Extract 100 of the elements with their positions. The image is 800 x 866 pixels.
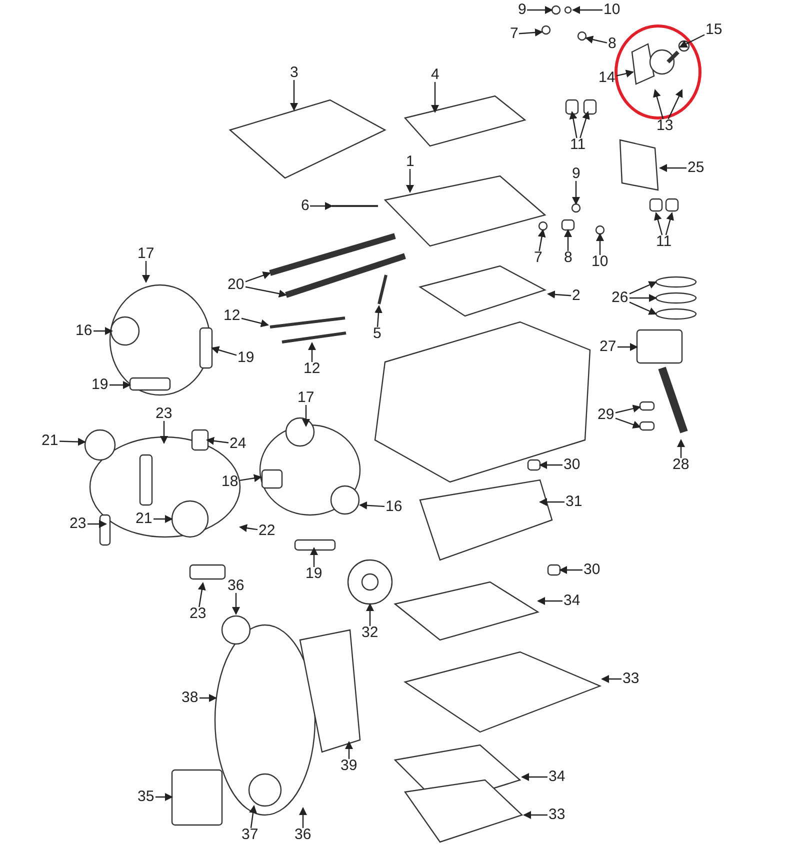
leader-line: [523, 811, 548, 819]
leader-line: [366, 603, 374, 626]
callout-number: 22: [258, 522, 276, 540]
callout-number: 7: [534, 249, 542, 267]
leader-line: [564, 229, 572, 251]
callout-number: 3: [290, 64, 298, 82]
callout-number: 39: [340, 757, 358, 775]
leader-line: [615, 418, 641, 428]
leader-line: [629, 302, 657, 315]
leader-line: [198, 582, 206, 608]
leader-line: [521, 773, 548, 781]
callout-number: 23: [190, 605, 206, 623]
callout-number: 37: [242, 826, 258, 844]
callout-number: 38: [182, 689, 198, 707]
callout-number: 16: [386, 498, 402, 516]
leader-line: [249, 805, 257, 828]
callout-number: 9: [572, 165, 580, 183]
leader-line: [302, 405, 310, 427]
callout-number: 31: [566, 493, 582, 511]
callout-number: 19: [92, 376, 108, 394]
leader-line: [359, 501, 385, 510]
leader-line: [160, 421, 168, 444]
leader-line: [539, 461, 562, 469]
callout-number: 36: [228, 577, 244, 595]
leader-line: [539, 498, 564, 506]
callout-number: 19: [306, 565, 322, 583]
callout-number: 19: [238, 349, 254, 367]
leader-line: [618, 343, 638, 351]
leader-line: [537, 597, 562, 605]
callout-number: 21: [136, 510, 152, 528]
leader-line: [538, 229, 546, 252]
callout-number: 33: [548, 806, 566, 824]
leader-line: [110, 381, 131, 389]
callout-number: 15: [706, 21, 722, 39]
callout-number: 21: [42, 432, 58, 450]
leader-line: [431, 82, 439, 113]
leader-line: [206, 436, 229, 445]
leader-line: [239, 524, 258, 532]
leader-line: [665, 212, 674, 236]
leader-line: [310, 202, 333, 210]
callout-number: 12: [304, 360, 320, 378]
callout-number: 9: [518, 1, 526, 19]
callout-number: 25: [688, 159, 704, 177]
leader-line: [601, 675, 622, 683]
callout-number: 1: [406, 153, 414, 171]
callout-number: 29: [598, 406, 614, 424]
callout-number: 11: [570, 136, 586, 154]
callout-number: 10: [604, 1, 620, 19]
callout-number: 30: [584, 561, 600, 579]
leader-line: [659, 164, 686, 172]
leader-line: [345, 741, 353, 759]
callout-number: 33: [622, 670, 640, 688]
callout-number: 2: [572, 287, 580, 305]
leader-line: [585, 36, 608, 44]
leader-line: [569, 111, 578, 138]
leader-line: [142, 261, 150, 283]
callout-number: 17: [138, 245, 154, 263]
leader-line: [156, 793, 173, 801]
leader-line: [596, 233, 604, 255]
leader-line: [616, 70, 634, 78]
leader-line: [572, 181, 580, 205]
leader-line: [547, 290, 572, 298]
callout-number: 5: [373, 325, 382, 343]
callout-number: 27: [600, 338, 616, 356]
callout-number: 8: [608, 35, 616, 53]
callout-number: 11: [656, 233, 672, 251]
leader-line: [59, 438, 86, 446]
callout-number: 18: [222, 473, 238, 491]
leader-line: [290, 80, 298, 111]
callout-number: 32: [362, 624, 378, 642]
leader-line: [653, 89, 664, 120]
callout-number: 26: [612, 289, 628, 307]
callout-number: 14: [598, 69, 616, 87]
leader-line: [88, 520, 107, 528]
leader-line: [654, 212, 663, 236]
callout-number: 35: [138, 788, 154, 806]
callout-number: 20: [228, 276, 244, 294]
leader-line: [200, 694, 217, 702]
leader-line: [630, 294, 657, 302]
leader-line: [615, 404, 641, 414]
leader-line: [406, 169, 414, 193]
leader-line: [559, 566, 582, 574]
callout-number: 8: [564, 249, 572, 267]
callout-number: 17: [298, 389, 314, 407]
callout-number: 23: [156, 405, 172, 423]
callout-number: 6: [301, 197, 310, 215]
callout-number: 34: [548, 768, 566, 786]
callout-number: 36: [294, 826, 312, 844]
leader-line: [308, 342, 316, 362]
leader-line: [629, 281, 657, 294]
leader-line: [679, 34, 705, 48]
leader-line: [94, 327, 113, 335]
callout-number: 12: [224, 307, 240, 325]
leader-line: [572, 6, 602, 14]
leader-line: [580, 111, 590, 138]
leader-line: [518, 28, 543, 36]
callout-number: 16: [76, 322, 92, 340]
callout-number: 28: [672, 456, 690, 474]
leader-line: [527, 6, 553, 14]
leader-line: [245, 272, 271, 282]
